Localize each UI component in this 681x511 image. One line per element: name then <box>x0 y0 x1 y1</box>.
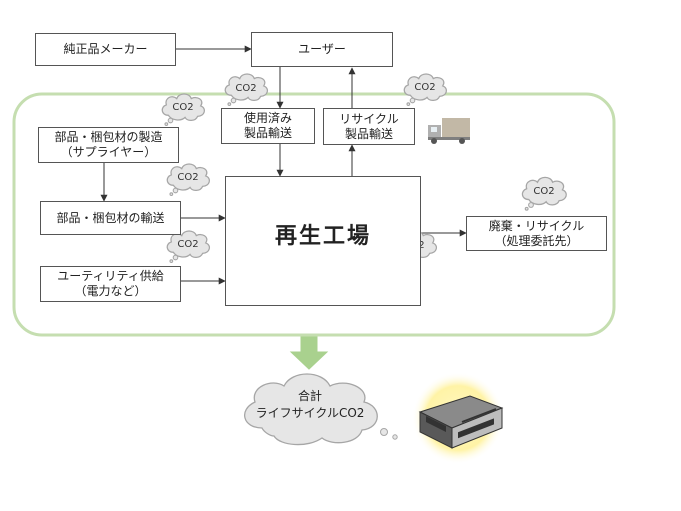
factory-box: 再生工場 <box>225 176 421 306</box>
co2-cloud-icon: CO2 <box>166 163 211 196</box>
co2-cloud-icon: CO2 <box>521 176 567 211</box>
total-label: 合計 ライフサイクルCO2 <box>248 388 372 422</box>
co2-label: CO2 <box>172 102 193 113</box>
co2-label: CO2 <box>533 186 554 197</box>
parts-transport-box: 部品・梱包材の輸送 <box>40 201 181 235</box>
toner-cartridge-icon <box>418 395 504 449</box>
total-line1: 合計 <box>297 389 322 403</box>
user-box: ユーザー <box>251 32 393 67</box>
co2-label: CO2 <box>177 172 198 183</box>
co2-label: CO2 <box>414 82 435 93</box>
co2-cloud-icon: CO2 <box>166 230 211 263</box>
total-down-arrow <box>289 336 329 370</box>
utility-box: ユーティリティ供給 （電力など） <box>40 266 181 302</box>
disposal-box: 廃棄・リサイクル （処理委託先） <box>466 216 607 251</box>
truck-icon <box>428 118 470 144</box>
co2-label: CO2 <box>235 83 256 94</box>
co2-cloud-icon: CO2 <box>224 73 269 106</box>
recycle-transport-box: リサイクル 製品輸送 <box>323 108 415 145</box>
total-cloud-icon <box>244 373 398 446</box>
parts-manufacture-box: 部品・梱包材の製造 （サプライヤー） <box>38 127 179 163</box>
total-line2: ライフサイクルCO2 <box>255 406 365 420</box>
co2-cloud-icon: CO2 <box>403 73 448 106</box>
used-transport-box: 使用済み 製品輸送 <box>221 108 315 144</box>
co2-cloud-icon: CO2 <box>161 93 206 126</box>
recycling-scope-frame <box>12 92 616 337</box>
genuine-maker-box: 純正品メーカー <box>35 33 176 66</box>
co2-label: CO2 <box>177 239 198 250</box>
